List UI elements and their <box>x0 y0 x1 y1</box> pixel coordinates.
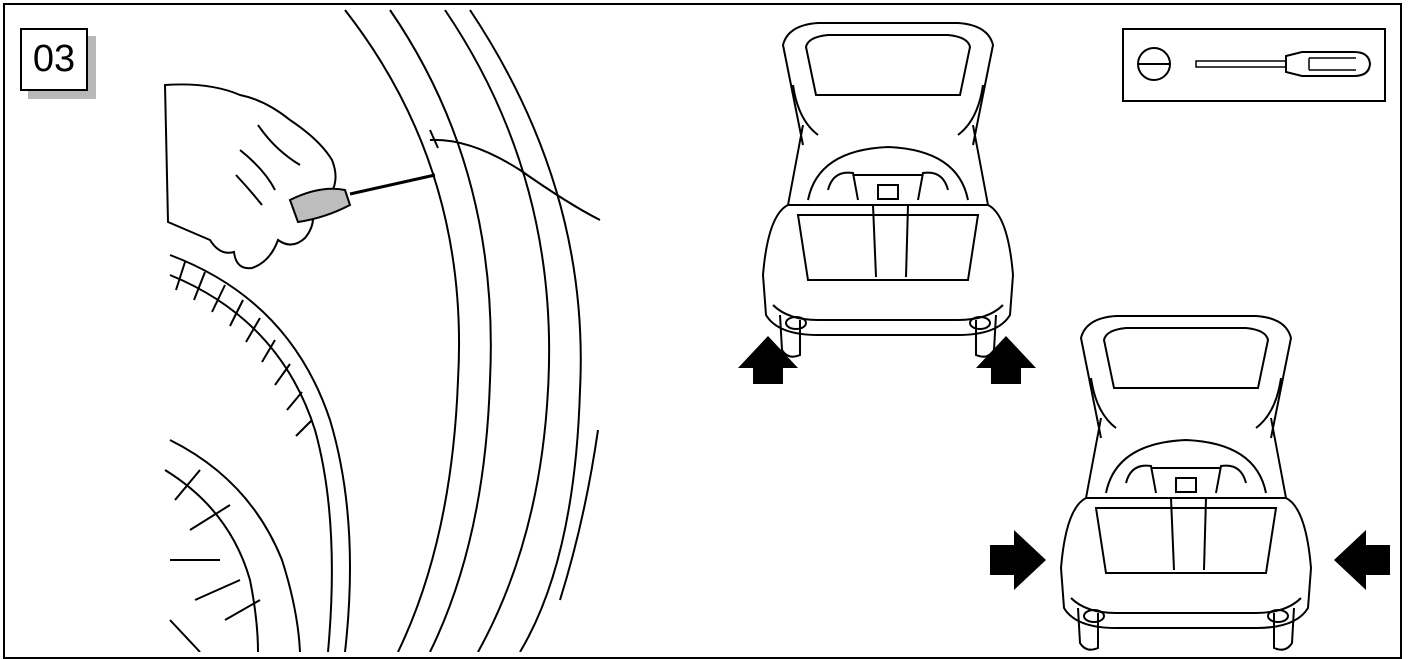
arrow-left <box>1334 530 1390 590</box>
hand-illustration <box>163 83 337 270</box>
arrow-right <box>990 530 1046 590</box>
step-number: 03 <box>32 38 76 80</box>
step-number-badge: 03 <box>20 28 88 91</box>
arrow-up-right <box>976 336 1036 384</box>
flat-screwdriver-icon <box>1137 47 1372 81</box>
car-rear-bottom <box>1059 315 1313 651</box>
screwdriver-in-hand <box>288 173 436 224</box>
arrow-up-left <box>738 336 798 384</box>
car-rear-top <box>761 22 1015 358</box>
tool-box <box>1122 28 1386 102</box>
wheel-arch-detail <box>164 9 601 652</box>
